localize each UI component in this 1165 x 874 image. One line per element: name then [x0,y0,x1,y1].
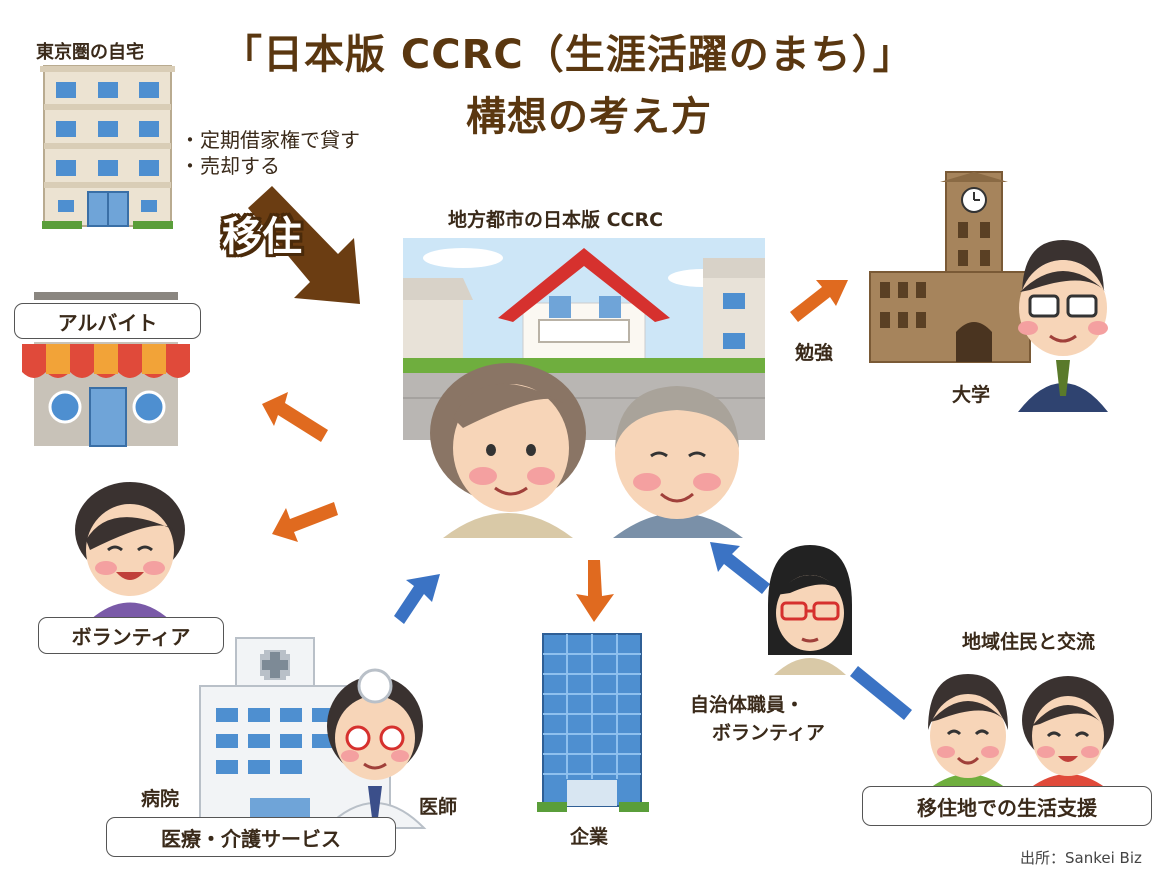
hospital-label: 病院 [141,788,180,810]
living-support-label: 移住地での生活支援 [862,786,1152,826]
doctor-icon [323,668,427,829]
arrow-to-company [576,560,614,622]
shop-icon [22,292,190,447]
doctor-label: 医師 [419,796,458,818]
ccrc-town-scene [403,238,765,538]
volunteer-label: ボランティア [38,617,224,654]
arrow-from-medical [394,574,440,624]
title-line-2: 構想の考え方 [466,94,712,140]
staff-to-residents-line [850,666,912,720]
study-label: 勉強 [795,342,834,364]
tokyo-home-option-sell: ・売却する [180,154,280,178]
community-label: 地域住民と交流 [962,631,1096,653]
medical-service-label: 医療・介護サービス [106,817,396,857]
arrow-to-university [790,280,848,322]
arrow-to-volunteer [272,502,338,542]
tokyo-home-label: 東京圏の自宅 [36,42,144,63]
staff-label-line-1: 自治体職員・ [690,694,805,716]
apartment-building-icon [40,65,175,229]
staff-label-line-2: ボランティア [712,722,825,744]
local-residents-icon [928,674,1114,788]
municipal-staff-icon [768,545,852,675]
professor-icon [1018,240,1108,412]
university-label: 大学 [952,384,991,406]
tokyo-home-option-lease: ・定期借家権で貸す [180,128,360,152]
company-label: 企業 [570,826,609,848]
move-arrow [248,186,360,304]
parttime-label: アルバイト [14,303,201,339]
volunteer-woman-icon [75,482,185,620]
arrow-to-parttime [262,392,328,442]
center-label: 地方都市の日本版 CCRC [448,209,664,231]
arrow-from-staff [710,542,770,594]
move-label: 移住 [222,214,302,260]
office-building-icon [537,633,649,812]
source-credit: 出所：Sankei Biz [1020,849,1142,867]
title-line-1: 「日本版 CCRC（生涯活躍のまち）」 [222,32,914,78]
